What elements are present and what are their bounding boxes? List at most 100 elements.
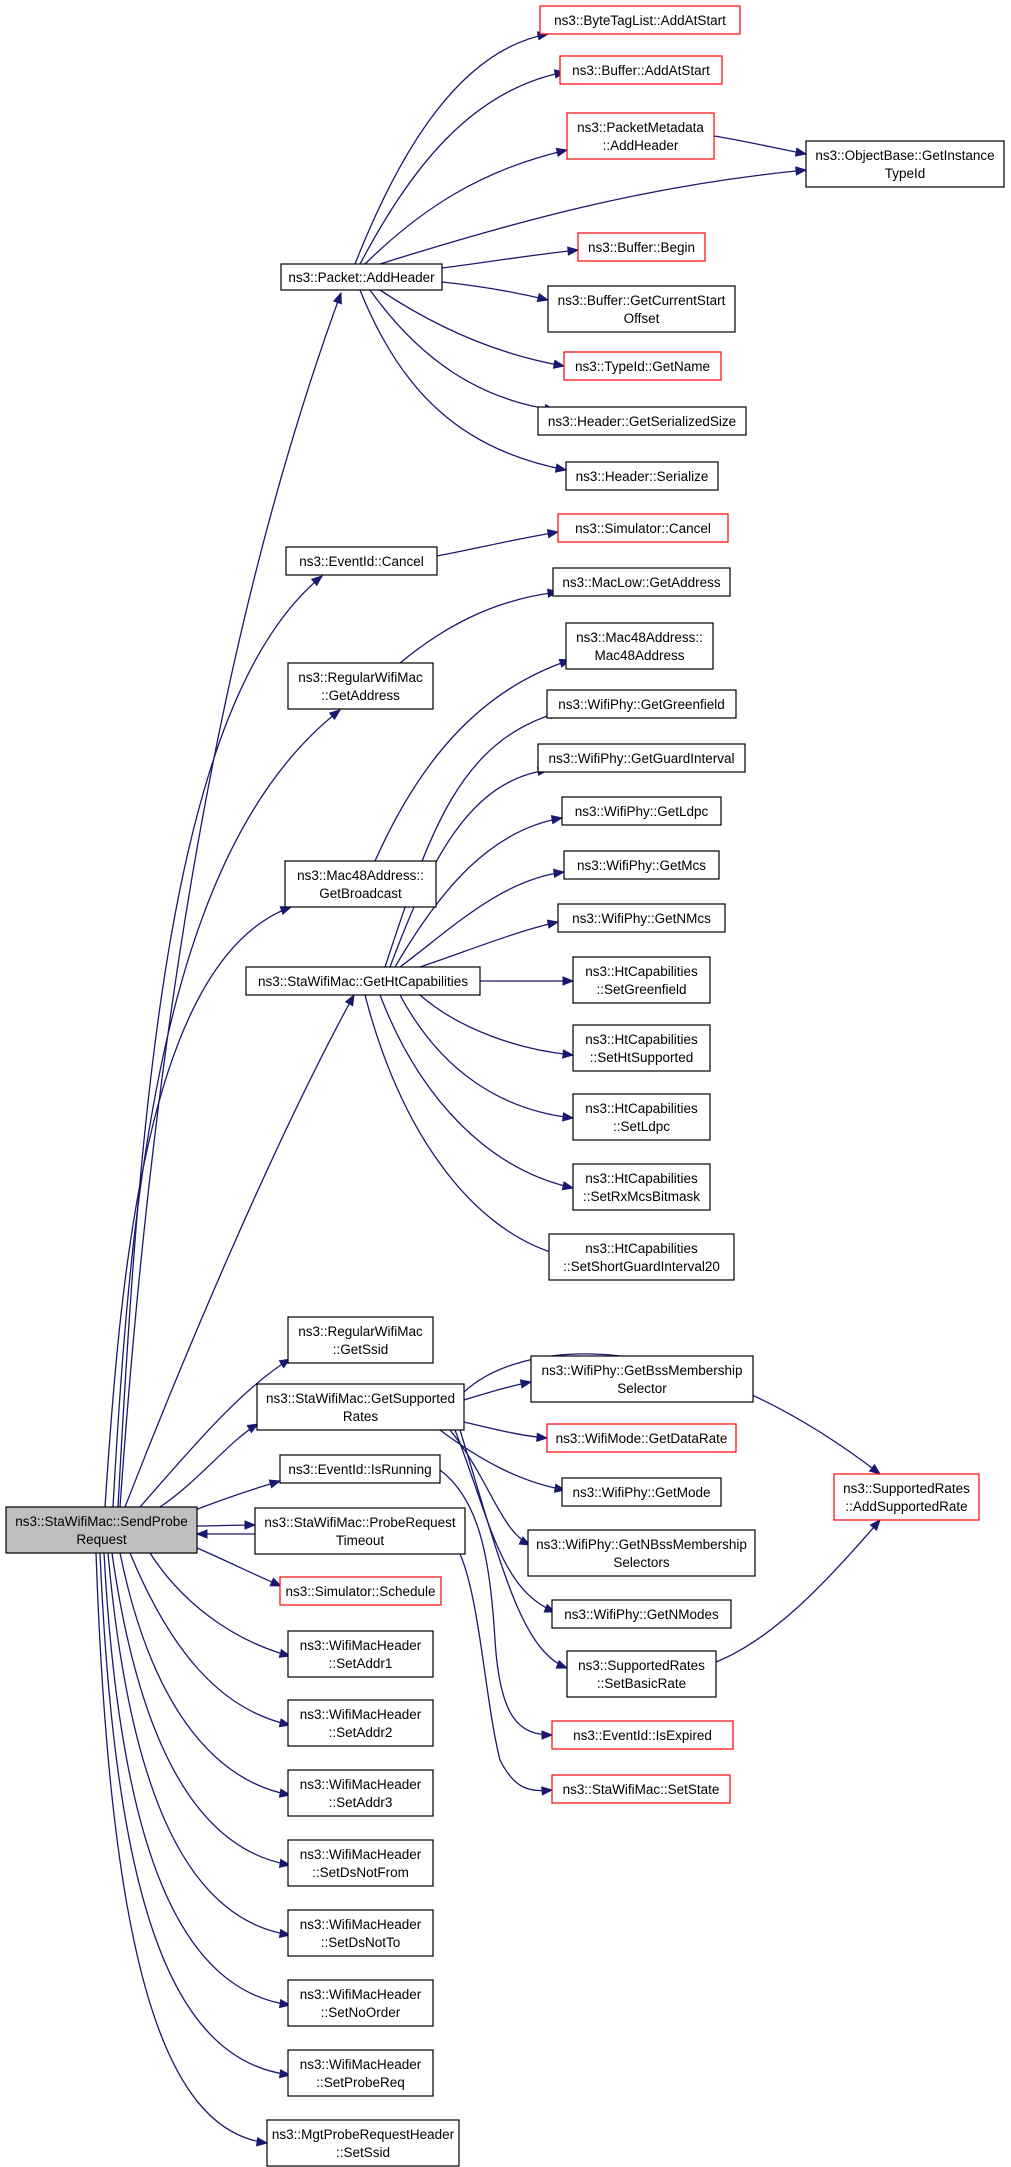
node-ByteTagList[interactable]: ns3::ByteTagList::AddAtStart: [539, 5, 741, 35]
node-box[interactable]: [551, 1599, 732, 1629]
node-PhyGreen[interactable]: ns3::WifiPhy::GetGreenfield: [546, 689, 737, 719]
node-SetNoOrder[interactable]: ns3::WifiMacHeader::SetNoOrder: [287, 1979, 434, 2027]
node-box[interactable]: [561, 796, 722, 826]
node-box[interactable]: [287, 1699, 434, 1747]
node-box[interactable]: [551, 1720, 734, 1750]
node-MgtSetSsid[interactable]: ns3::MgtProbeRequestHeader::SetSsid: [266, 2119, 460, 2167]
node-box[interactable]: [287, 1769, 434, 1817]
node-HtSetSGI[interactable]: ns3::HtCapabilities::SetShortGuardInterv…: [548, 1233, 735, 1281]
node-SetAddr3[interactable]: ns3::WifiMacHeader::SetAddr3: [287, 1769, 434, 1817]
node-EvCancel[interactable]: ns3::EventId::Cancel: [285, 546, 438, 576]
node-box[interactable]: [287, 2049, 434, 2097]
node-MacLowAddr[interactable]: ns3::MacLow::GetAddress: [552, 567, 731, 597]
node-RegGetAddr[interactable]: ns3::RegularWifiMac::GetAddress: [287, 662, 434, 710]
node-SimCancel[interactable]: ns3::Simulator::Cancel: [557, 513, 729, 543]
node-box[interactable]: [537, 406, 747, 436]
node-GetHtCap[interactable]: ns3::StaWifiMac::GetHtCapabilities: [245, 966, 481, 996]
node-box[interactable]: [284, 860, 437, 908]
node-box[interactable]: [577, 232, 706, 262]
node-box[interactable]: [279, 1454, 441, 1484]
node-box[interactable]: [561, 1477, 722, 1507]
node-box[interactable]: [287, 1979, 434, 2027]
node-box[interactable]: [287, 1839, 434, 1887]
node-PhyGuard[interactable]: ns3::WifiPhy::GetGuardInterval: [537, 743, 746, 773]
node-box[interactable]: [572, 1163, 711, 1211]
node-PMAddHeader[interactable]: ns3::PacketMetadata::AddHeader: [566, 112, 715, 160]
node-box[interactable]: [546, 1423, 737, 1453]
node-box[interactable]: [527, 1529, 756, 1577]
node-box[interactable]: [563, 850, 720, 880]
node-SimSchedule[interactable]: ns3::Simulator::Schedule: [279, 1576, 442, 1606]
node-box[interactable]: [266, 2119, 460, 2167]
node-box[interactable]: [572, 1093, 711, 1141]
node-EvIsExpired[interactable]: ns3::EventId::IsExpired: [551, 1720, 734, 1750]
node-SetDsNotTo[interactable]: ns3::WifiMacHeader::SetDsNotTo: [287, 1909, 434, 1957]
node-SRSetBasic[interactable]: ns3::SupportedRates::SetBasicRate: [566, 1650, 717, 1698]
node-box[interactable]: [285, 546, 438, 576]
node-PhyNMcs[interactable]: ns3::WifiPhy::GetNMcs: [557, 903, 726, 933]
node-box[interactable]: [805, 140, 1005, 188]
node-ModeDataRate[interactable]: ns3::WifiMode::GetDataRate: [546, 1423, 737, 1453]
node-SRAddSupp[interactable]: ns3::SupportedRates::AddSupportedRate: [833, 1473, 980, 1521]
node-box[interactable]: [572, 956, 711, 1004]
node-box[interactable]: [559, 55, 723, 85]
node-SetAddr2[interactable]: ns3::WifiMacHeader::SetAddr2: [287, 1699, 434, 1747]
node-SetState[interactable]: ns3::StaWifiMac::SetState: [551, 1774, 731, 1804]
node-HtSetGreen[interactable]: ns3::HtCapabilities::SetGreenfield: [572, 956, 711, 1004]
node-EvIsRunning[interactable]: ns3::EventId::IsRunning: [279, 1454, 441, 1484]
node-PhyMcs[interactable]: ns3::WifiPhy::GetMcs: [563, 850, 720, 880]
node-box[interactable]: [530, 1355, 754, 1403]
node-TypeIdName[interactable]: ns3::TypeId::GetName: [563, 351, 722, 381]
node-box[interactable]: [256, 1383, 465, 1431]
node-box[interactable]: [546, 689, 737, 719]
node-box[interactable]: [547, 285, 736, 333]
node-box[interactable]: [254, 1507, 466, 1555]
node-box[interactable]: [572, 1024, 711, 1072]
node-box[interactable]: [565, 622, 714, 670]
node-AddHeader[interactable]: ns3::Packet::AddHeader: [280, 263, 443, 291]
node-Serialize[interactable]: ns3::Header::Serialize: [565, 461, 719, 491]
node-box[interactable]: [552, 567, 731, 597]
node-PhyNModes[interactable]: ns3::WifiPhy::GetNModes: [551, 1599, 732, 1629]
node-box[interactable]: [287, 1630, 434, 1678]
node-HtSetSupp[interactable]: ns3::HtCapabilities::SetHtSupported: [572, 1024, 711, 1072]
node-BufBegin[interactable]: ns3::Buffer::Begin: [577, 232, 706, 262]
node-RegGetSsid[interactable]: ns3::RegularWifiMac::GetSsid: [287, 1316, 434, 1364]
node-box[interactable]: [557, 903, 726, 933]
node-box[interactable]: [563, 351, 722, 381]
node-box[interactable]: [566, 112, 715, 160]
node-box[interactable]: [551, 1774, 731, 1804]
node-box[interactable]: [5, 1506, 198, 1554]
node-Mac48Ctor[interactable]: ns3::Mac48Address::Mac48Address: [565, 622, 714, 670]
node-HtSetLdpc[interactable]: ns3::HtCapabilities::SetLdpc: [572, 1093, 711, 1141]
node-HtSetRx[interactable]: ns3::HtCapabilities::SetRxMcsBitmask: [572, 1163, 711, 1211]
node-box[interactable]: [566, 1650, 717, 1698]
node-box[interactable]: [557, 513, 729, 543]
node-box[interactable]: [548, 1233, 735, 1281]
node-SetAddr1[interactable]: ns3::WifiMacHeader::SetAddr1: [287, 1630, 434, 1678]
node-BufAddAtStart[interactable]: ns3::Buffer::AddAtStart: [559, 55, 723, 85]
node-GetBroadcast[interactable]: ns3::Mac48Address::GetBroadcast: [284, 860, 437, 908]
node-box[interactable]: [833, 1473, 980, 1521]
node-box[interactable]: [537, 743, 746, 773]
node-box[interactable]: [539, 5, 741, 35]
node-box[interactable]: [279, 1576, 442, 1606]
node-box[interactable]: [245, 966, 481, 996]
node-GetSerSize[interactable]: ns3::Header::GetSerializedSize: [537, 406, 747, 436]
node-box[interactable]: [280, 263, 443, 291]
node-PhyGetMode[interactable]: ns3::WifiPhy::GetMode: [561, 1477, 722, 1507]
node-box[interactable]: [287, 1316, 434, 1364]
node-box[interactable]: [287, 662, 434, 710]
node-PhyLdpc[interactable]: ns3::WifiPhy::GetLdpc: [561, 796, 722, 826]
node-SetProbeReq[interactable]: ns3::WifiMacHeader::SetProbeReq: [287, 2049, 434, 2097]
node-box[interactable]: [287, 1909, 434, 1957]
node-SetDsNotFrom[interactable]: ns3::WifiMacHeader::SetDsNotFrom: [287, 1839, 434, 1887]
node-box[interactable]: [565, 461, 719, 491]
